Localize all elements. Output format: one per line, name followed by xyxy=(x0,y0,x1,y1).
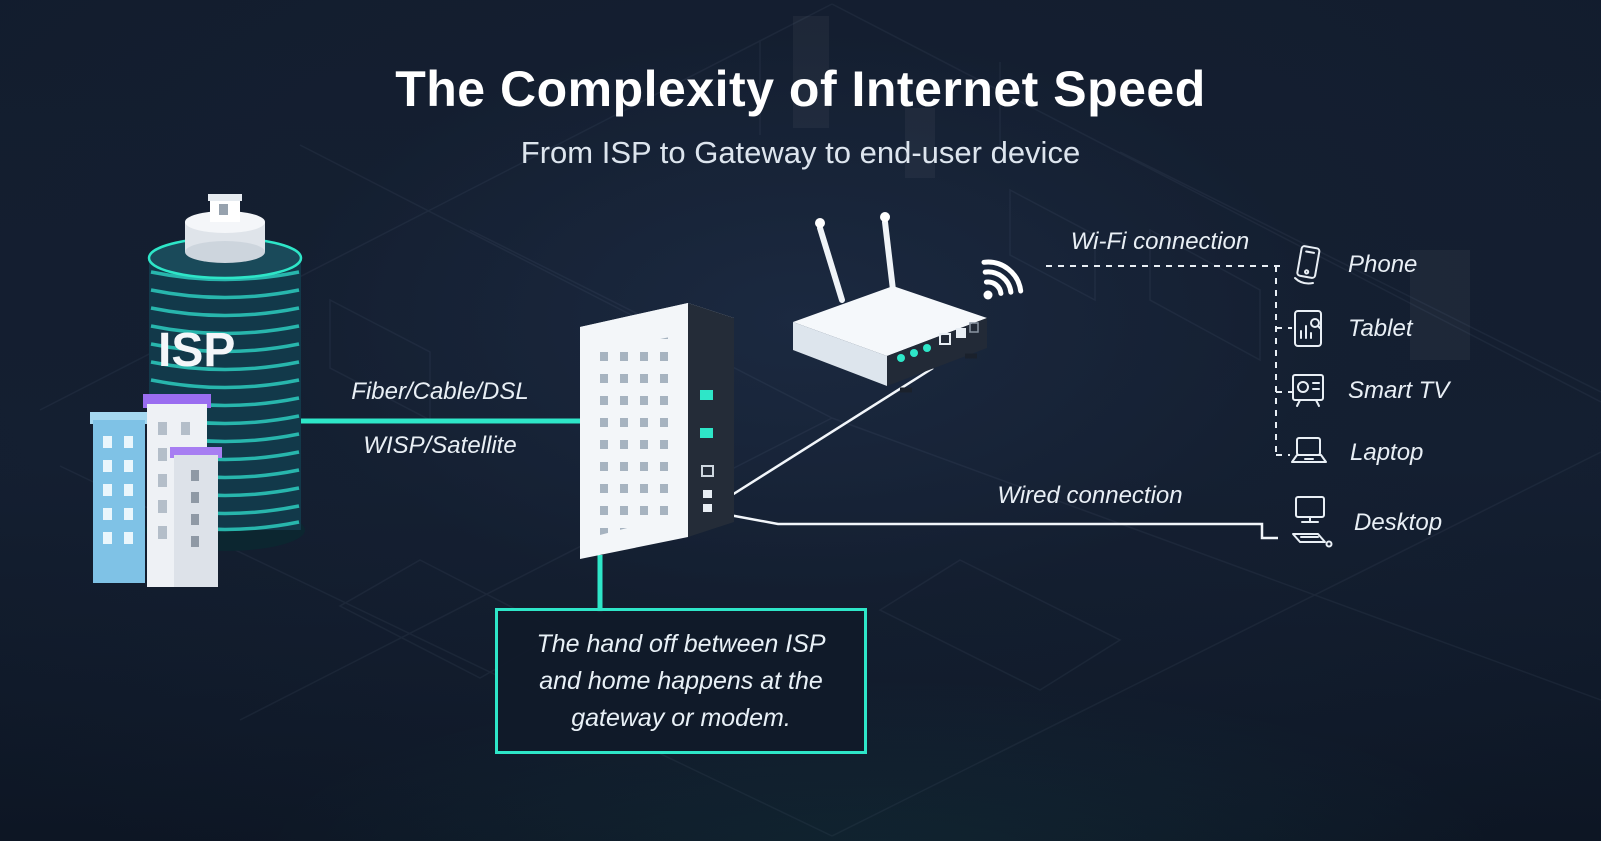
wired-connection-label: Wired connection xyxy=(997,482,1183,509)
desktop-icon xyxy=(1292,496,1333,548)
router-antenna-right xyxy=(882,219,896,293)
laptop-icon xyxy=(1291,437,1327,463)
page-title: The Complexity of Internet Speed xyxy=(395,61,1206,117)
device-row-desktop: Desktop xyxy=(1286,494,1442,552)
device-label: Smart TV xyxy=(1348,377,1450,404)
wifi-signal-icon xyxy=(981,259,1024,296)
city-buildings xyxy=(90,394,222,587)
modem-side-panel xyxy=(700,390,714,512)
wired-connection-line xyxy=(723,512,1278,540)
device-row-smart-tv: Smart TV xyxy=(1286,368,1449,414)
wifi-connection-lines xyxy=(1046,265,1292,456)
callout-line-3: gateway or modem. xyxy=(571,703,791,732)
device-row-phone: Phone xyxy=(1286,242,1417,288)
fiber-cable-dsl-label: Fiber/Cable/DSL xyxy=(351,378,529,405)
isp-label: ISP xyxy=(158,324,235,377)
tablet-icon xyxy=(1294,310,1322,347)
device-row-laptop: Laptop xyxy=(1286,430,1423,476)
device-label: Laptop xyxy=(1350,439,1424,466)
modem-vents xyxy=(596,337,670,536)
modem xyxy=(580,303,734,559)
gateway-callout-box: The hand off between ISP and home happen… xyxy=(495,608,867,754)
modem-to-router-line xyxy=(723,366,934,502)
router-front-panel xyxy=(897,322,979,362)
isp-building: ISP xyxy=(90,194,305,587)
device-label: Tablet xyxy=(1348,315,1413,342)
device-label: Phone xyxy=(1348,251,1418,278)
wisp-satellite-label: WISP/Satellite xyxy=(363,432,517,459)
page-subtitle: From ISP to Gateway to end-user device xyxy=(520,135,1081,170)
callout-line-1: The hand off between ISP xyxy=(536,629,826,658)
callout-line-2: and home happens at the xyxy=(539,666,823,695)
device-label: Desktop xyxy=(1354,509,1443,536)
wifi-connection-label: Wi-Fi connection xyxy=(1070,228,1250,255)
header: The Complexity of Internet Speed From IS… xyxy=(0,60,1601,171)
phone-icon xyxy=(1294,245,1321,285)
router-antenna-left xyxy=(817,225,845,303)
device-row-tablet: Tablet xyxy=(1286,306,1413,352)
wifi-signal-dot xyxy=(983,290,993,300)
smart-tv-icon xyxy=(1292,374,1324,407)
router xyxy=(793,212,987,393)
